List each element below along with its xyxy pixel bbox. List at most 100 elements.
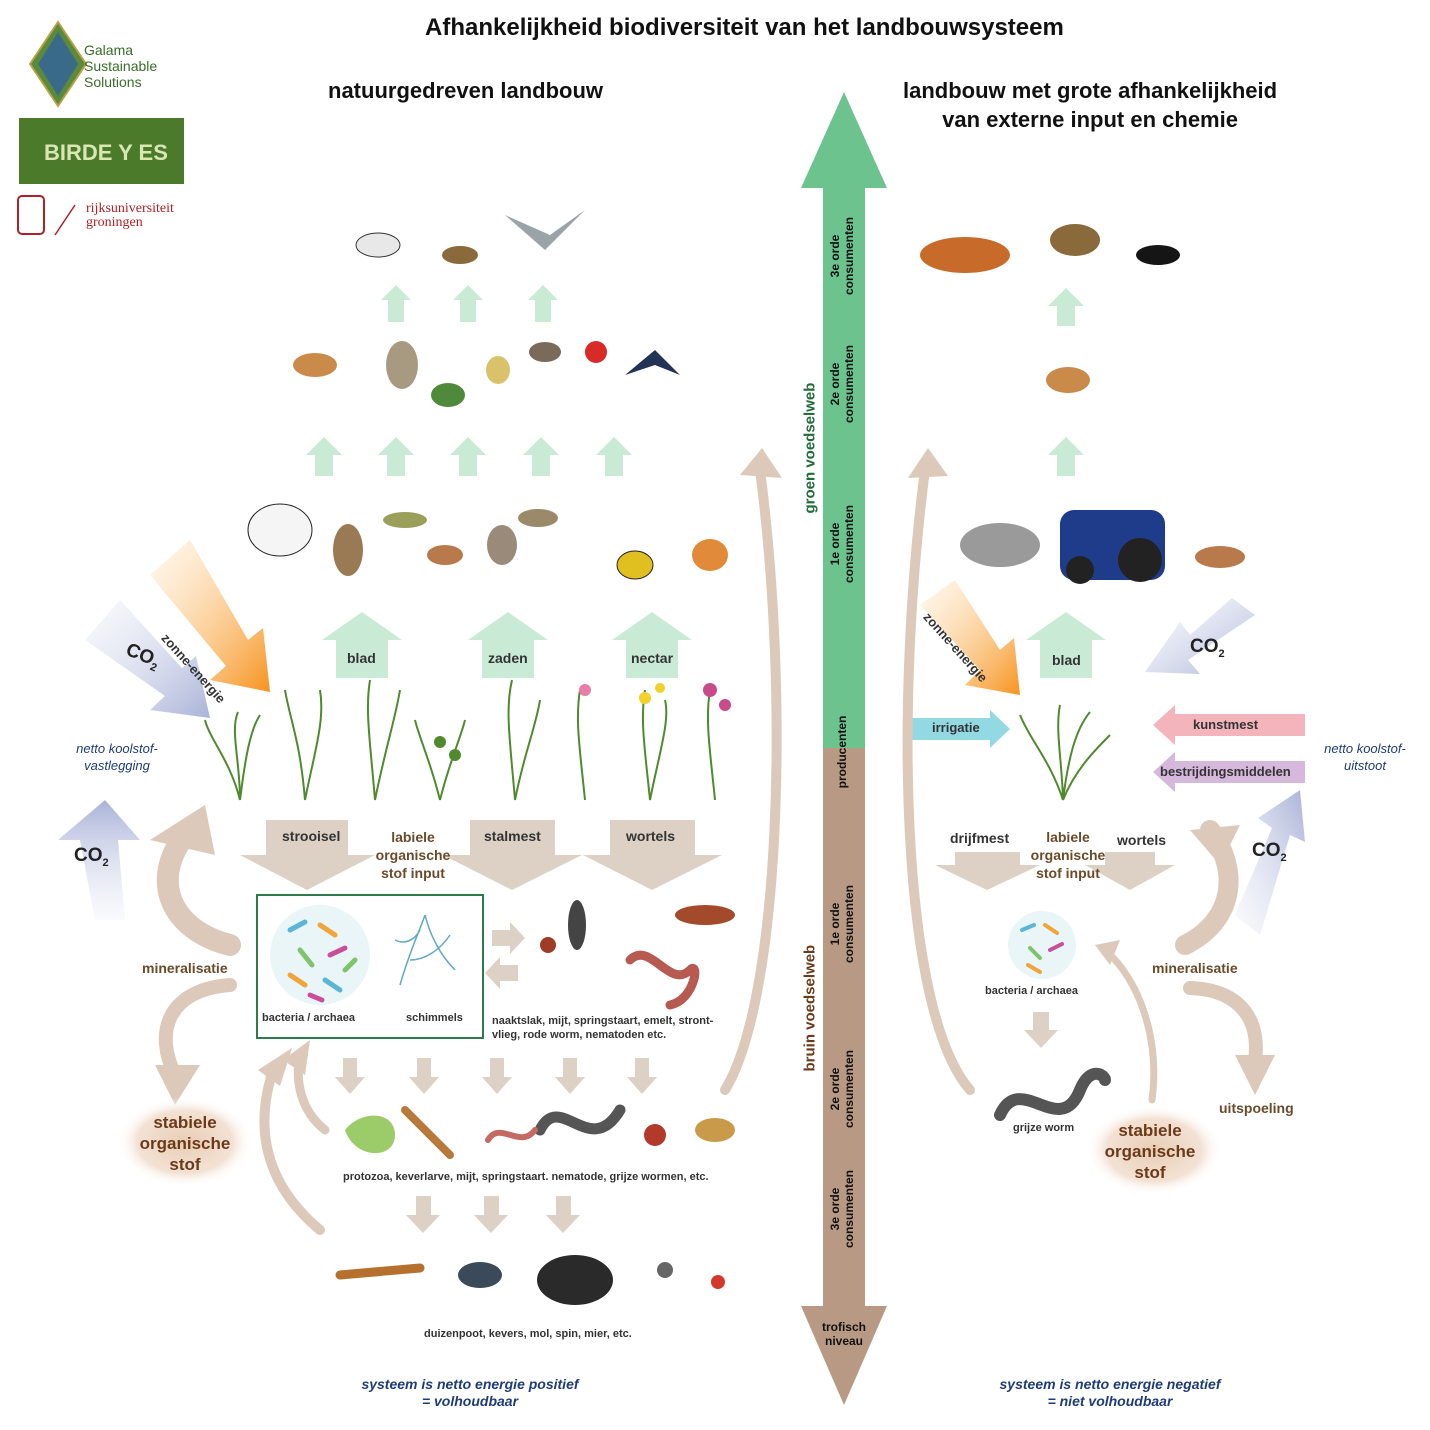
birdeyes-logo-text: BIRDE Y ES [44,140,168,165]
axis-brown-2nd-l2: consumenten [842,1050,856,1129]
co2-right-out-sub: 2 [1280,851,1287,864]
label-fauna2: protozoa, keverlarve, mijt, springstaart… [343,1171,709,1183]
axis-brown-3rd-l2: consumenten [842,1170,856,1249]
label-bacteria-left: bacteria / archaea [262,1012,355,1024]
brown-axis-arrow [801,748,887,1405]
rug-logo-text: rijksuniversiteit groningen [86,202,174,230]
labile-right-l3: stof input [1036,865,1100,881]
label-fauna3: duizenpoot, kevers, mol, spin, mier, etc… [424,1328,632,1340]
galama-logo-text: Galama Sustainable Solutions [84,42,157,90]
net-carbon-right-l1: netto koolstof- [1324,741,1406,756]
fauna1-l1: naaktslak, mijt, springstaart, emelt, st… [492,1015,714,1027]
axis-trophic-l1: trofisch [821,1320,866,1334]
conclusion-left-l2: = volhoudbaar [421,1393,519,1409]
label-net-carbon-left: netto koolstof- vastlegging [62,740,172,774]
producer-output-arrows [322,612,692,678]
green-up-arrows-top [381,285,558,322]
rug-crest [17,195,76,236]
label-co2-right-in: CO2 [1190,636,1225,660]
label-stable-right: stabiele organische stof [1095,1120,1205,1183]
pesticides-arrow [1153,752,1305,792]
axis-green-3rd-l2: consumenten [842,217,856,296]
stable-soil-left-bg [117,1097,253,1187]
axis-green-1st-order: 1e orde consumenten [828,504,856,584]
birdeyes-logo-bg [19,118,184,184]
label-stable-left: stabiele organische stof [130,1112,240,1175]
green-up-arrows-right [1026,288,1106,678]
page-title: Afhankelijkheid biodiversiteit van het l… [425,14,1064,41]
axis-green-web-label: groen voedselweb [801,382,819,514]
label-blad-right: blad [1052,652,1081,668]
exchange-arrows-left [485,922,525,989]
label-drijfmest: drijfmest [950,830,1010,846]
left-heading: natuurgedreven landbouw [328,78,604,103]
axis-producers: producenten [835,715,849,789]
axis-trophic-level: trofisch niveau [814,1320,874,1348]
stable-right-l2: organische [1104,1142,1196,1161]
galama-line3: Solutions [84,74,142,90]
co2-right-in-text: CO [1190,636,1219,657]
stable-soil-right-bg [1086,1105,1222,1195]
conclusion-left-l1: systeem is netto energie positief [361,1376,579,1392]
input-down-arrows-left [240,820,722,890]
plants-row-left [204,679,716,801]
axis-green-1st-l2: consumenten [842,505,856,584]
galama-line2: Sustainable [84,58,158,74]
sun-arrow-left [150,540,270,692]
irrigation-arrow [904,710,1010,748]
net-carbon-left-l2: vastlegging [84,758,150,773]
label-wortels-left: wortels [626,828,676,844]
label-nectar: nectar [631,650,674,666]
axis-brown-1st-l2: consumenten [842,885,856,964]
stable-left-l1: stabiele [153,1113,217,1132]
plant-right [1019,704,1111,801]
galama-line1: Galama [84,42,134,58]
flowers-left [434,683,731,761]
down-arrow-micro-worm [1024,1012,1058,1048]
rug-line2: groningen [86,215,143,230]
conclusion-left: systeem is netto energie positief = volh… [330,1376,610,1410]
axis-green-3rd-l1: 3e orde [828,234,842,278]
axis-brown-2nd-l1: 2e orde [828,1067,842,1111]
axis-brown-web-label: bruin voedselweb [801,944,819,1072]
labile-left-l1: labiele [391,829,435,845]
co2-left-out-sub: 2 [102,856,109,869]
sun-arrow-right [920,580,1020,695]
label-co2-left-out: CO2 [74,845,109,869]
label-blad-left: blad [347,650,376,666]
axis-brown-3rd-l1: 3e orde [828,1187,842,1231]
labile-left-l2: organische [375,847,451,863]
axis-green-2nd-order: 2e orde consumenten [828,344,856,424]
soil-down-arrows-1 [335,1058,657,1094]
label-mineralisation-right: mineralisatie [1152,960,1238,976]
worm-right [994,1067,1111,1121]
fauna1-l2: vlieg, rode worm, nematoden etc. [492,1029,667,1041]
galama-logo [28,20,88,108]
right-heading-line1: landbouw met grote afhankelijkheid [903,78,1278,103]
label-net-carbon-right: netto koolstof- uitstoot [1310,740,1420,774]
animals-right [920,224,1245,584]
axis-brown-1st-order: 1e orde consumenten [828,884,856,964]
stable-left-l2: organische [139,1134,231,1153]
co2-right-out-text: CO [1252,840,1281,861]
rug-line1: rijksuniversiteit [86,201,174,216]
label-mineralisation-left: mineralisatie [142,960,228,976]
co2-arrow-right-out [1235,790,1305,935]
label-co2-right-out: CO2 [1252,840,1287,864]
co2-left-out-text: CO [74,845,103,866]
green-up-arrows-middle [306,437,632,476]
stable-left-l3: stof [169,1155,201,1174]
axis-brown-2nd-order: 2e orde consumenten [828,1049,856,1129]
label-stalmest: stalmest [484,828,541,844]
recycle-arrowheads-right [908,448,1275,1095]
axis-green-2nd-l2: consumenten [842,345,856,424]
labile-right-l2: organische [1030,847,1106,863]
recycle-arrowheads-left [150,448,782,1105]
co2-right-in-sub: 2 [1218,647,1225,660]
input-down-arrows-right [935,852,1175,890]
axis-brown-3rd-order: 3e orde consumenten [828,1169,856,1249]
co2-arrow-right-in [1145,598,1255,674]
net-carbon-right-l2: uitstoot [1344,758,1386,773]
axis-green-3rd-order: 3e orde consumenten [828,216,856,296]
